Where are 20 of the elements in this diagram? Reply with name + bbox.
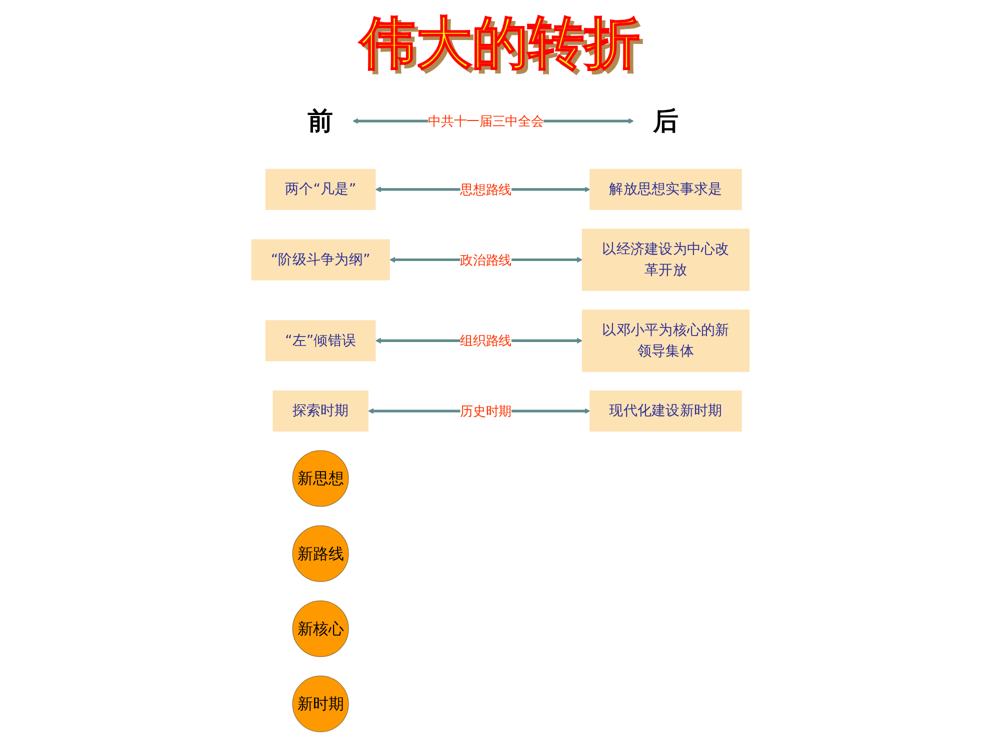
node-box: 以经济建设为中心改革开放 <box>582 228 750 291</box>
node-box: 以邓小平为核心的新领导集体 <box>582 310 750 372</box>
edge-label: 历史时期 <box>460 403 512 419</box>
node-box: “左”倾错误 <box>264 320 376 362</box>
node-box: 解放思想实事求是 <box>589 168 742 210</box>
node-circle: 新核心 <box>292 600 348 658</box>
node-box: 现代化建设新时期 <box>589 390 742 432</box>
edge-label: 中共十一届三中全会 <box>428 113 544 129</box>
node-circle: 新路线 <box>292 525 348 582</box>
node-circle: 新思想 <box>292 450 348 507</box>
node-box: 两个“凡是” <box>264 168 376 210</box>
title: 伟大的转折 <box>358 10 641 78</box>
edge-label: 思想路线 <box>460 182 512 198</box>
edge-label: 政治路线 <box>460 252 512 268</box>
node-circle: 新时期 <box>292 676 348 732</box>
node-box: “阶级斗争为纲” <box>250 239 390 280</box>
node-box: 探索时期 <box>272 390 368 432</box>
edge-label: 组织路线 <box>460 333 512 348</box>
node-text: 前 <box>307 106 333 136</box>
node-text: 后 <box>652 106 678 136</box>
